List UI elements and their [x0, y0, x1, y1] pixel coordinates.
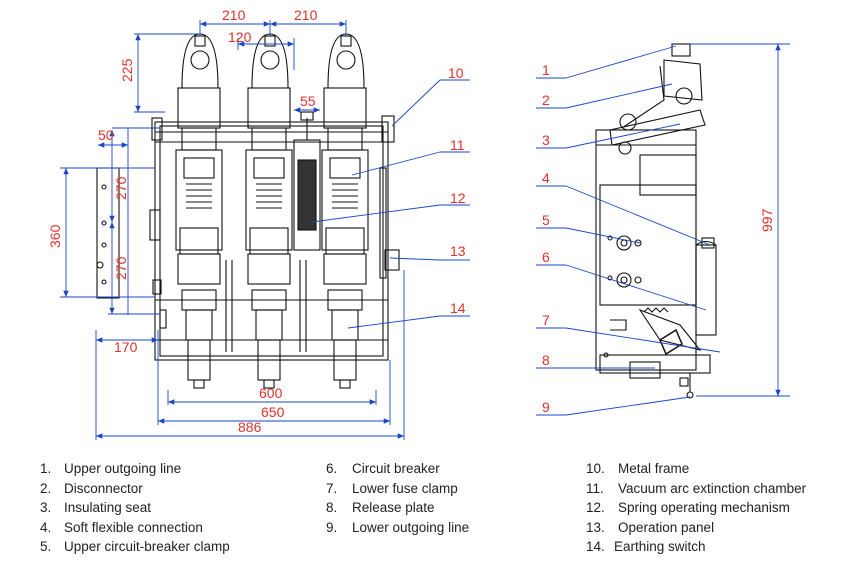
callout-8: 8: [542, 352, 550, 368]
callout-13: 13: [450, 243, 466, 259]
legend-number: 12.: [586, 500, 605, 515]
dim-210-right: 210: [294, 7, 318, 23]
dim-210-left: 210: [222, 7, 246, 23]
legend-item: 10. Metal frame: [586, 459, 806, 479]
dim-55: 55: [300, 93, 316, 109]
front-callouts: 10 11 12 13 14: [448, 65, 466, 316]
legend-column-1: 1. Upper outgoing line 2. Disconnector 3. I…: [40, 459, 230, 557]
legend-number: 5.: [40, 539, 52, 554]
legend-item: 5. Upper circuit-breaker clamp: [40, 537, 230, 557]
legend-item: 6. Circuit breaker: [326, 459, 469, 479]
dim-886: 886: [238, 419, 262, 435]
dim-120: 120: [228, 29, 252, 45]
dim-270-lower: 270: [113, 256, 129, 280]
legend-label: Operation panel: [618, 519, 715, 535]
side-dimension-line: [690, 43, 790, 397]
callout-10: 10: [448, 65, 464, 81]
legend-item: 13. Operation panel: [586, 518, 806, 538]
legend-item: 14. Earthing switch: [586, 537, 806, 557]
metal-frame: [154, 121, 389, 361]
legend-number: 7.: [326, 480, 338, 496]
legend-item: 3. Insulating seat: [40, 498, 230, 518]
callout-5: 5: [542, 212, 550, 228]
legend-number: 8.: [326, 500, 338, 515]
legend-number: 14.: [586, 539, 605, 554]
callout-2: 2: [542, 92, 550, 108]
legend-item: 4. Soft flexible connection: [40, 518, 230, 538]
front-view: [96, 33, 400, 389]
legend-label: Soft flexible connection: [64, 519, 203, 535]
callout-7: 7: [542, 312, 550, 328]
dim-270-upper: 270: [113, 176, 129, 200]
legend-number: 6.: [326, 461, 338, 476]
legend-number: 2.: [40, 480, 52, 496]
legend-item: 8. Release plate: [326, 498, 469, 518]
callout-3: 3: [542, 132, 550, 148]
dim-50: 50: [98, 127, 114, 143]
callout-14: 14: [450, 300, 466, 316]
dim-650: 650: [261, 404, 285, 420]
legend-number: 1.: [40, 461, 52, 476]
side-callouts: 1 2 3 4 5 6 7 8 9: [542, 62, 550, 415]
legend-label: Upper outgoing line: [64, 461, 182, 476]
legend-label: Circuit breaker: [352, 461, 440, 476]
legend-label: Release plate: [352, 500, 435, 515]
callout-11: 11: [450, 137, 465, 153]
pole-left: [175, 33, 223, 389]
dim-997: 997: [759, 208, 775, 232]
legend-label: Insulating seat: [64, 500, 152, 515]
callout-12: 12: [450, 190, 466, 206]
legend-label: Vacuum arc extinction chamber: [618, 480, 807, 496]
pole-right: [321, 33, 369, 389]
legend-item: 2. Disconnector: [40, 479, 230, 499]
callout-9: 9: [542, 399, 550, 415]
legend-column-2: 6. Circuit breaker 7. Lower fuse clamp 8. R…: [326, 459, 469, 537]
legend-label: Earthing switch: [614, 539, 706, 554]
callout-1: 1: [542, 62, 550, 78]
legend-item: 9. Lower outgoing line: [326, 518, 469, 538]
callout-6: 6: [542, 249, 550, 265]
front-dimension-labels: 210 210 120 225 55 50 270 360 270 170 60…: [47, 7, 318, 435]
legend-item: 1. Upper outgoing line: [40, 459, 230, 479]
legend-label: Metal frame: [618, 461, 690, 476]
legend-label: Lower outgoing line: [352, 519, 470, 535]
legend-number: 3.: [40, 500, 52, 515]
callout-4: 4: [542, 170, 550, 186]
dim-600: 600: [259, 385, 283, 401]
side-body: [595, 129, 697, 371]
legend-number: 11.: [586, 480, 604, 496]
legend-item: 7. Lower fuse clamp: [326, 479, 469, 499]
legend-column-3: 10. Metal frame 11. Vacuum arc extinction …: [586, 459, 806, 557]
side-view: [595, 43, 717, 399]
front-dimension-lines: [60, 20, 405, 440]
side-leaders: [536, 45, 721, 416]
legend-label: Disconnector: [64, 480, 143, 496]
legend-item: 12. Spring operating mechanism: [586, 498, 806, 518]
dim-170: 170: [114, 339, 138, 355]
front-leaders: [311, 79, 470, 329]
legend-number: 4.: [40, 519, 52, 535]
dim-360: 360: [47, 224, 63, 248]
legend-number: 10.: [586, 461, 605, 476]
legend-item: 11. Vacuum arc extinction chamber: [586, 479, 806, 499]
legend-label: Spring operating mechanism: [618, 500, 790, 515]
legend-label: Lower fuse clamp: [352, 480, 458, 496]
legend-label: Upper circuit-breaker clamp: [64, 539, 230, 554]
dim-225: 225: [119, 58, 135, 82]
legend-number: 9.: [326, 519, 338, 535]
pole-middle: [245, 33, 293, 389]
legend-number: 13.: [586, 519, 605, 535]
